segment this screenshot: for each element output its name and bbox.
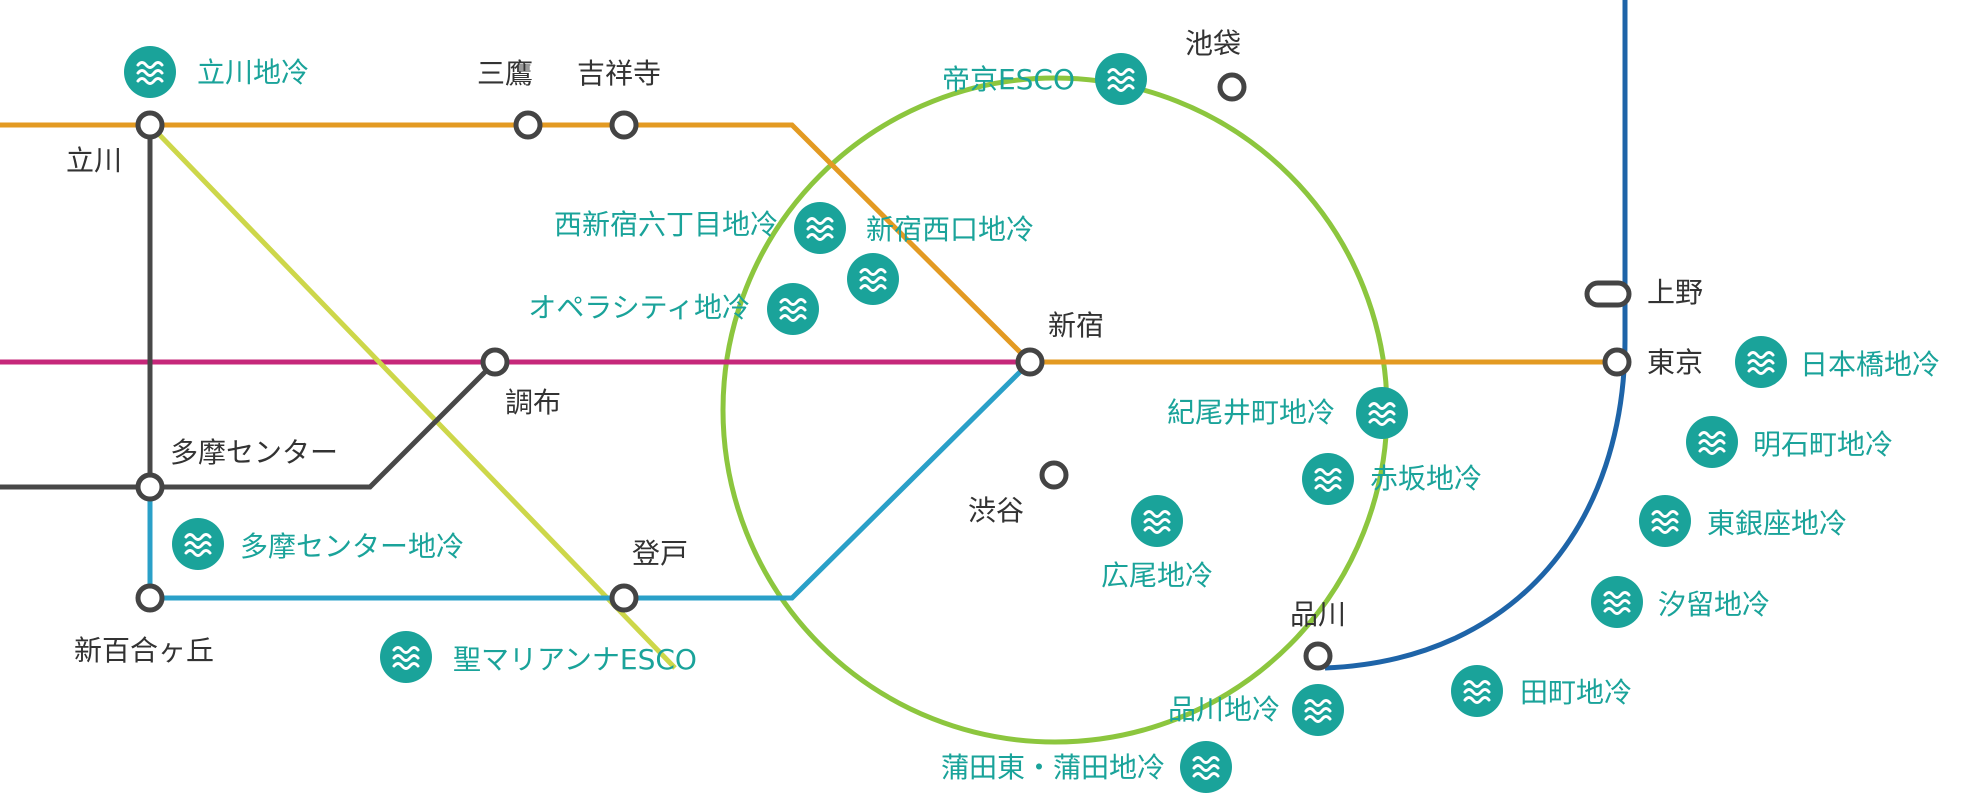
dhc-shinjuku-nishiguchi-label[interactable]: 新宿西口地冷 (866, 213, 1034, 246)
station-chofu-label: 調布 (505, 386, 561, 419)
station-tama-center-marker[interactable] (135, 472, 165, 502)
dhc-teikyo-label[interactable]: 帝京ESCO (942, 63, 1075, 96)
station-chofu-marker[interactable] (480, 347, 510, 377)
dhc-kamata-label[interactable]: 蒲田東・蒲田地冷 (941, 751, 1165, 784)
dhc-higashi-ginza-water-waves-icon[interactable] (1637, 493, 1693, 549)
dhc-hiroo-water-waves-icon[interactable] (1129, 493, 1185, 549)
station-ueno-marker[interactable] (1584, 280, 1632, 308)
dhc-hiroo-label[interactable]: 広尾地冷 (1101, 559, 1213, 592)
dhc-tachikawa-label[interactable]: 立川地冷 (197, 56, 309, 89)
dhc-nishi-shinjuku-6-water-waves-icon[interactable] (792, 200, 848, 256)
keio-sagamihara-line (0, 360, 497, 490)
dhc-teikyo-water-waves-icon[interactable] (1093, 51, 1149, 107)
dhc-akashicho-water-waves-icon[interactable] (1684, 414, 1740, 470)
station-shibuya-label: 渋谷 (968, 494, 1024, 527)
dhc-opera-city-water-waves-icon[interactable] (765, 281, 821, 337)
dhc-nishi-shinjuku-6-label[interactable]: 西新宿六丁目地冷 (554, 208, 778, 241)
station-mitaka-marker[interactable] (513, 110, 543, 140)
station-mitaka-label: 三鷹 (477, 57, 533, 90)
station-tachikawa-marker[interactable] (135, 110, 165, 140)
station-ikebukuro-label: 池袋 (1185, 27, 1241, 60)
station-tama-center-label: 多摩センター (170, 436, 338, 469)
station-kichijoji-marker[interactable] (609, 110, 639, 140)
dhc-tamachi-water-waves-icon[interactable] (1449, 663, 1505, 719)
dhc-shinagawa-water-waves-icon[interactable] (1290, 682, 1346, 738)
dhc-nihonbashi-water-waves-icon[interactable] (1733, 334, 1789, 390)
station-ikebukuro-marker[interactable] (1217, 72, 1247, 102)
chuo-line (0, 122, 1617, 365)
dhc-nihonbashi-label[interactable]: 日本橋地冷 (1800, 348, 1940, 381)
dhc-labels: 立川地冷 帝京ESCO 西新宿六丁目地冷 新宿西口地冷 オペラシティ地冷 紀尾井… (197, 56, 1940, 784)
dhc-opera-city-label[interactable]: オペラシティ地冷 (528, 291, 750, 324)
dhc-kioicho-water-waves-icon[interactable] (1354, 385, 1410, 441)
station-tokyo-marker[interactable] (1602, 347, 1632, 377)
station-shinyurigaoka-label: 新百合ヶ丘 (74, 634, 214, 667)
dhc-kioicho-label[interactable]: 紀尾井町地冷 (1167, 396, 1335, 429)
dhc-akasaka-water-waves-icon[interactable] (1300, 451, 1356, 507)
dhc-shinjuku-nishiguchi-water-waves-icon[interactable] (845, 251, 901, 307)
dhc-tamachi-label[interactable]: 田町地冷 (1520, 676, 1632, 709)
station-markers (135, 72, 1632, 671)
station-noborito-marker[interactable] (609, 583, 639, 613)
station-shinjuku-label: 新宿 (1048, 309, 1104, 342)
dhc-st-marianna-label[interactable]: 聖マリアンナESCO (453, 643, 697, 676)
dhc-tama-center-label[interactable]: 多摩センター地冷 (240, 530, 464, 563)
rail-lines (0, 0, 1628, 745)
station-kichijoji-label: 吉祥寺 (577, 57, 661, 90)
nambu-line (148, 123, 677, 670)
odakyu-line (147, 360, 1032, 601)
station-labels: 立川 三鷹 吉祥寺 池袋 新宿 上野 東京 調布 多摩センター 渋谷 登戸 新百… (66, 27, 1703, 667)
dhc-tama-center-water-waves-icon[interactable] (170, 516, 226, 572)
dhc-akasaka-label[interactable]: 赤坂地冷 (1370, 462, 1482, 495)
dhc-akashicho-label[interactable]: 明石町地冷 (1753, 428, 1893, 461)
dhc-shiodome-label[interactable]: 汐留地冷 (1658, 588, 1770, 621)
station-tokyo-label: 東京 (1647, 346, 1703, 379)
station-shinjuku-marker[interactable] (1015, 347, 1045, 377)
dhc-tachikawa-water-waves-icon[interactable] (122, 44, 178, 100)
station-shinyurigaoka-marker[interactable] (135, 583, 165, 613)
dhc-kamata-water-waves-icon[interactable] (1178, 739, 1234, 795)
station-noborito-label: 登戸 (632, 537, 688, 570)
station-ueno-label: 上野 (1647, 276, 1703, 309)
dhc-higashi-ginza-label[interactable]: 東銀座地冷 (1707, 507, 1847, 540)
station-shinagawa-marker[interactable] (1303, 641, 1333, 671)
station-shinagawa-label: 品川 (1290, 598, 1346, 631)
dhc-st-marianna-water-waves-icon[interactable] (378, 629, 434, 685)
dhc-shiodome-water-waves-icon[interactable] (1589, 574, 1645, 630)
keihin-tohoku-line (1324, 0, 1628, 671)
dhc-shinagawa-label[interactable]: 品川地冷 (1168, 693, 1280, 726)
station-tachikawa-label: 立川 (66, 144, 122, 177)
station-shibuya-marker[interactable] (1039, 460, 1069, 490)
